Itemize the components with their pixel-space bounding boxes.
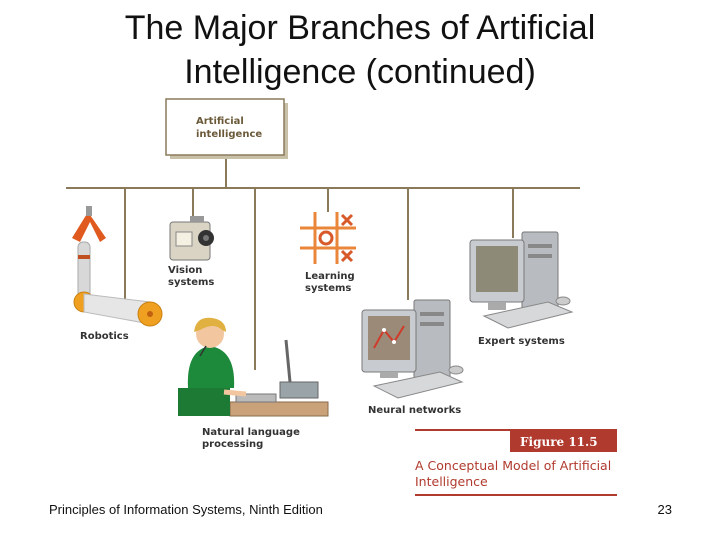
figure-number-tab bbox=[510, 430, 617, 452]
label-neural: Neural networks bbox=[368, 405, 461, 416]
expert-computer-icon bbox=[469, 231, 574, 329]
label-vision-line-2: systems bbox=[168, 277, 214, 288]
label-nlp-line-2: processing bbox=[202, 439, 263, 450]
title-line-2: Intelligence (continued) bbox=[184, 53, 536, 91]
label-learning-line-1: Learning bbox=[305, 271, 355, 282]
label-robotics: Robotics bbox=[80, 331, 129, 342]
label-learning-line-2: systems bbox=[305, 283, 351, 294]
caption-line-1: A Conceptual Model of Artificial bbox=[415, 458, 611, 473]
caption-line-2: Intelligence bbox=[415, 474, 488, 489]
label-nlp-line-1: Natural language bbox=[202, 427, 300, 438]
label-expert: Expert systems bbox=[478, 336, 565, 347]
label-vision-line-1: Vision bbox=[168, 265, 202, 276]
root-label-line-1: Artificial bbox=[196, 116, 244, 127]
neural-computer-icon bbox=[361, 299, 464, 399]
person-at-desk-icon bbox=[178, 317, 329, 417]
figure-number: Figure 11.5 bbox=[520, 435, 598, 449]
root-node: Artificial intelligence bbox=[165, 98, 288, 159]
robot-arm-icon bbox=[72, 206, 163, 327]
root-box bbox=[165, 98, 285, 156]
tic-tac-toe-icon bbox=[300, 212, 356, 264]
title-line-1: The Major Branches of Artificial bbox=[124, 9, 596, 47]
slide-title: The Major Branches of Artificial Intelli… bbox=[60, 6, 660, 94]
root-label-line-2: intelligence bbox=[196, 129, 262, 140]
connector-lines bbox=[66, 159, 580, 370]
figure-caption: Figure 11.5 A Conceptual Model of Artifi… bbox=[415, 429, 617, 496]
page-number: 23 bbox=[657, 502, 672, 517]
camera-icon bbox=[169, 216, 214, 261]
footer-source: Principles of Information Systems, Ninth… bbox=[49, 502, 323, 517]
